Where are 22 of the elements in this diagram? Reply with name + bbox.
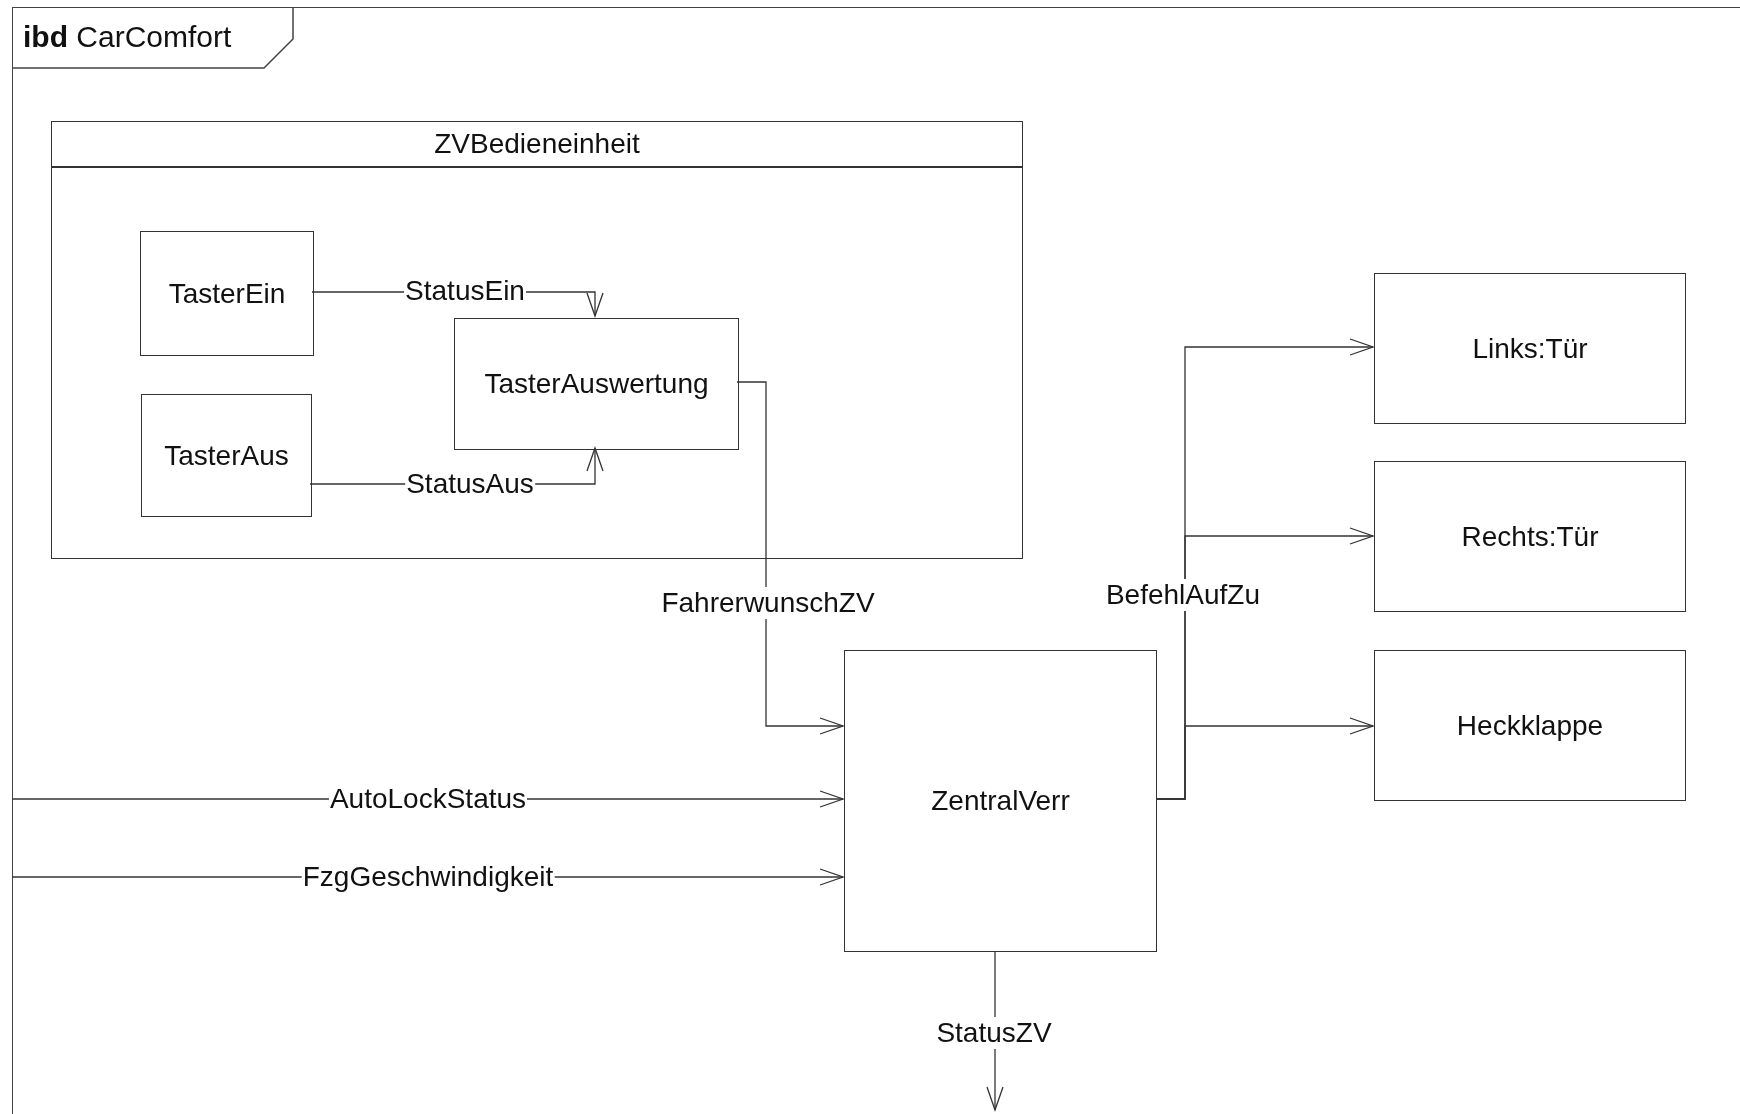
edge-label: FahrerwunschZV bbox=[660, 587, 876, 619]
part-box bbox=[1374, 273, 1686, 424]
part-box bbox=[844, 650, 1157, 952]
part-box bbox=[141, 394, 312, 517]
edge-label: StatusZV bbox=[935, 1017, 1053, 1049]
part-name: ZentralVerr bbox=[931, 785, 1070, 817]
part-name: TasterAus bbox=[164, 439, 289, 472]
part-name: Links:Tür bbox=[1472, 332, 1588, 365]
diagram-frame bbox=[12, 7, 1740, 1114]
part-box bbox=[1374, 461, 1686, 612]
block-box bbox=[51, 121, 1023, 559]
part-box bbox=[1374, 650, 1686, 801]
part-name: TasterAuswertung bbox=[484, 368, 709, 400]
part-name: TasterEin bbox=[168, 277, 286, 310]
block-title: ZVBedieneinheit bbox=[434, 128, 640, 160]
part-box bbox=[140, 231, 314, 356]
part-box bbox=[454, 318, 739, 450]
connector-arrow bbox=[736, 381, 844, 735]
part-name: Rechts:Tür bbox=[1461, 520, 1599, 553]
connector-arrow bbox=[1155, 717, 1374, 800]
part-name: Heckklappe bbox=[1456, 709, 1604, 742]
frame-title: ibd CarComfort bbox=[23, 20, 232, 54]
